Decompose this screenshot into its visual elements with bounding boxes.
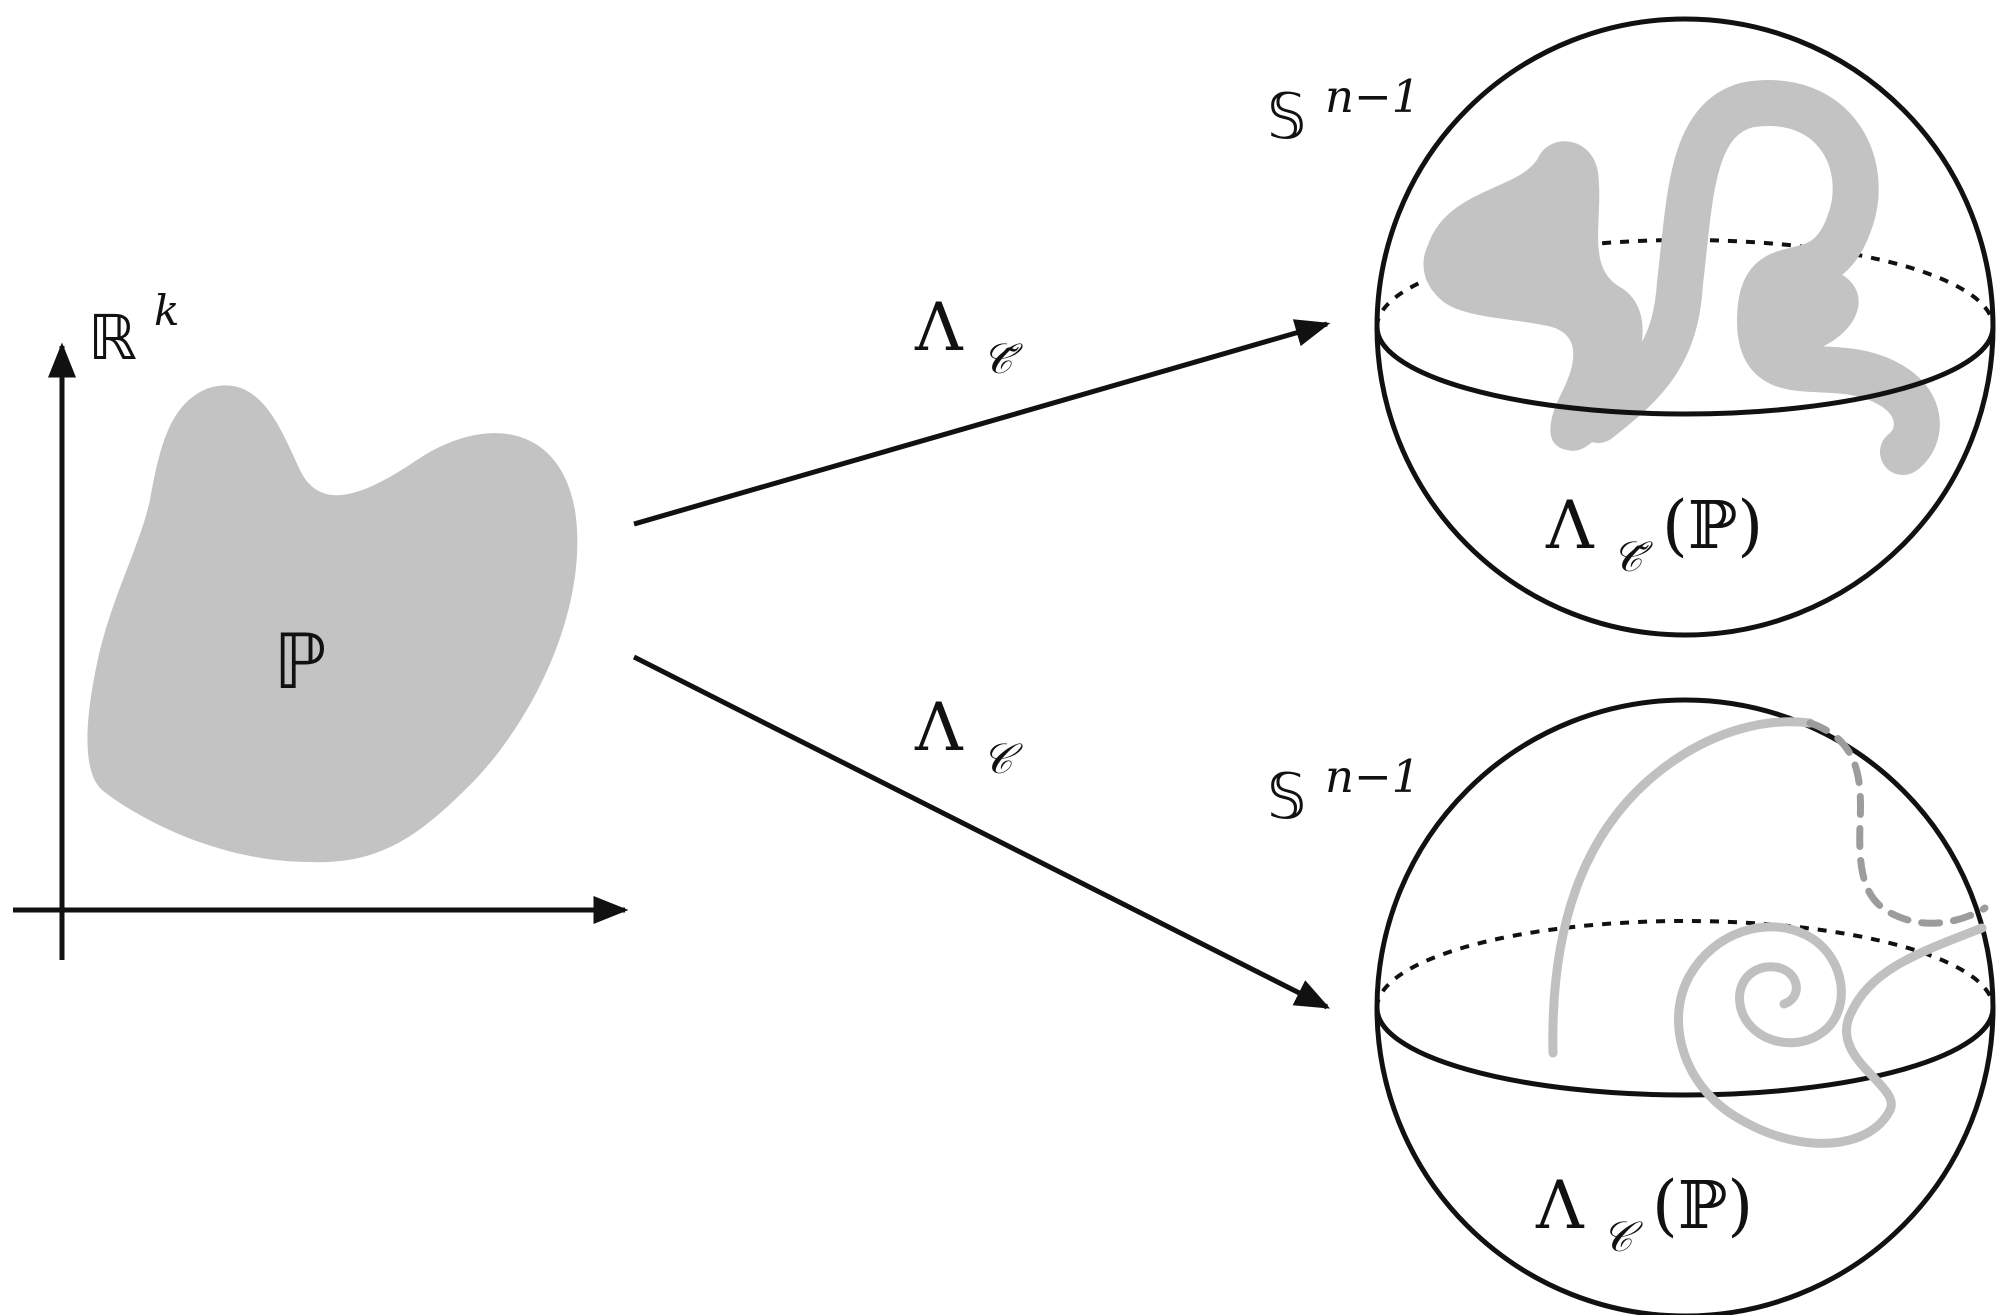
lower-image-argument: (ℙ)	[1652, 1167, 1753, 1244]
rk-base: ℝ	[88, 301, 137, 374]
upper-sphere-equator-back	[1375, 238, 1995, 328]
lower-sphere-equator-back	[1375, 919, 1995, 1009]
coordinate-plane: ℙ ℝ k	[13, 286, 629, 960]
upper-map-subscript: 𝒞̃	[982, 334, 1023, 383]
mapping-arrows: Λ 𝒞̃ Λ 𝒞	[632, 289, 1331, 1010]
lower-sphere-base: 𝕊	[1267, 760, 1306, 833]
upper-image-region	[1423, 141, 1643, 451]
upper-image-side-lobe	[1753, 267, 1859, 353]
lower-map-arrow	[632, 654, 1331, 1010]
lower-map-base: Λ	[914, 689, 964, 766]
upper-sphere-equator-front	[1374, 326, 1996, 417]
upper-sphere-label: 𝕊 n−1	[1267, 70, 1420, 153]
lower-image-outer-arc	[1548, 717, 1815, 1058]
upper-image-label: Λ 𝒞̃ (ℙ)	[1545, 487, 1763, 581]
lower-map-subscript: 𝒞	[982, 734, 1023, 783]
upper-map-base: Λ	[914, 289, 964, 366]
upper-sphere-superscript: n−1	[1325, 70, 1420, 123]
lower-image-subscript: 𝒞	[1602, 1212, 1643, 1261]
lower-image-base: Λ	[1535, 1167, 1585, 1244]
upper-image-argument: (ℙ)	[1662, 487, 1763, 564]
lower-sphere-label: 𝕊 n−1	[1267, 750, 1420, 833]
lower-sphere-equator-front	[1374, 1007, 1996, 1098]
lower-image-dashed-curve	[1806, 719, 1989, 927]
lower-map-label: Λ 𝒞	[914, 689, 1023, 783]
lower-sphere-group: 𝕊 n−1 Λ 𝒞 (ℙ)	[1267, 697, 1996, 1315]
upper-sphere-group: 𝕊 n−1 Λ 𝒞̃ (ℙ)	[1267, 16, 1996, 638]
upper-map-label: Λ 𝒞̃	[914, 289, 1023, 383]
lower-image-spiral	[1674, 922, 1987, 1148]
upper-map-arrow	[633, 319, 1331, 527]
upper-image-base: Λ	[1545, 487, 1595, 564]
p-region	[87, 385, 578, 863]
rk-label: ℝ k	[88, 286, 179, 374]
upper-image-subscript: 𝒞̃	[1612, 532, 1653, 581]
lower-image-label: Λ 𝒞 (ℙ)	[1535, 1167, 1753, 1261]
lower-sphere-superscript: n−1	[1325, 750, 1420, 803]
upper-image-ribbon	[1575, 80, 1940, 475]
upper-sphere-base: 𝕊	[1267, 80, 1306, 153]
p-region-label: ℙ	[273, 617, 326, 706]
rk-superscript: k	[154, 286, 179, 335]
